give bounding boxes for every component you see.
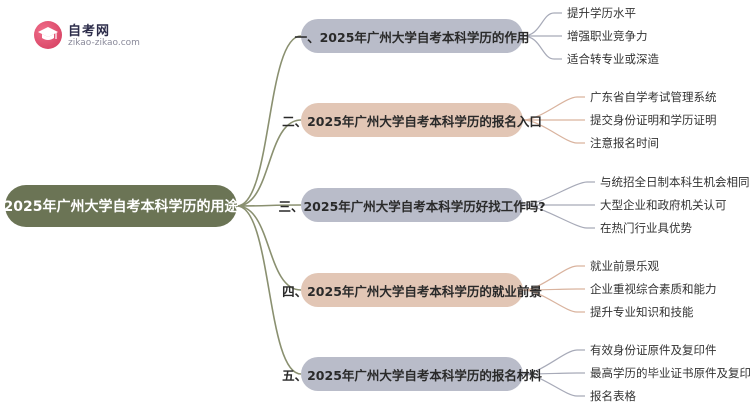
leaf-link-4-3 bbox=[522, 289, 585, 313]
branch-node-4: 四、2025年广州大学自考本科学历的就业前景 bbox=[282, 273, 542, 307]
leaf-link-2-1 bbox=[522, 96, 585, 121]
branch-node-3: 三、2025年广州大学自考本科学历好找工作吗? bbox=[278, 188, 546, 222]
graduation-cap-icon bbox=[34, 21, 62, 49]
leaf-link-5-3 bbox=[522, 373, 585, 397]
leaf-link-3-1 bbox=[522, 181, 595, 206]
leaf-3-1: 与统招全日制本科生机会相同 bbox=[600, 175, 750, 189]
root-node: 2025年广州大学自考本科学历的用途 bbox=[4, 185, 238, 227]
leaf-link-5-2 bbox=[522, 372, 585, 375]
root-link-5 bbox=[236, 205, 302, 375]
leaf-link-4-2 bbox=[522, 288, 585, 291]
leaf-1-1: 提升学历水平 bbox=[567, 6, 636, 20]
leaf-link-5-1 bbox=[522, 349, 585, 375]
root-link-3 bbox=[236, 204, 302, 207]
leaf-2-2: 提交身份证明和学历证明 bbox=[590, 113, 717, 127]
leaf-3-3: 在热门行业具优势 bbox=[600, 221, 692, 235]
root-link-2 bbox=[236, 119, 302, 207]
leaf-link-1-1 bbox=[522, 12, 562, 37]
root-link-1 bbox=[236, 35, 302, 207]
leaf-2-3: 注意报名时间 bbox=[590, 136, 659, 150]
leaf-2-1: 广东省自学考试管理系统 bbox=[590, 90, 717, 104]
leaf-link-2-3 bbox=[522, 119, 585, 144]
leaf-1-3: 适合转专业或深造 bbox=[567, 52, 659, 66]
leaf-link-1-3 bbox=[522, 35, 562, 60]
leaf-3-2: 大型企业和政府机关认可 bbox=[600, 198, 727, 212]
logo-name: 自考网 bbox=[68, 24, 111, 39]
leaf-5-2: 最高学历的毕业证书原件及复印件 bbox=[590, 366, 750, 380]
logo-url: zikao-zikao.com bbox=[68, 38, 140, 48]
leaf-5-1: 有效身份证原件及复印件 bbox=[590, 343, 717, 357]
leaf-link-4-1 bbox=[522, 265, 585, 291]
leaf-5-3: 报名表格 bbox=[590, 389, 636, 403]
root-link-4 bbox=[236, 205, 302, 291]
leaf-link-3-3 bbox=[522, 204, 595, 229]
leaf-1-2: 增强职业竞争力 bbox=[567, 29, 648, 43]
leaf-4-2: 企业重视综合素质和能力 bbox=[590, 282, 717, 296]
branch-node-5: 五、2025年广州大学自考本科学历的报名材料 bbox=[282, 357, 542, 391]
leaf-4-3: 提升专业知识和技能 bbox=[590, 305, 694, 319]
site-logo[interactable]: 自考网 zikao-zikao.com bbox=[34, 18, 144, 52]
branch-node-2: 二、2025年广州大学自考本科学历的报名入口 bbox=[282, 103, 542, 137]
leaf-4-1: 就业前景乐观 bbox=[590, 259, 659, 273]
branch-node-1: 一、2025年广州大学自考本科学历的作用 bbox=[295, 19, 529, 53]
